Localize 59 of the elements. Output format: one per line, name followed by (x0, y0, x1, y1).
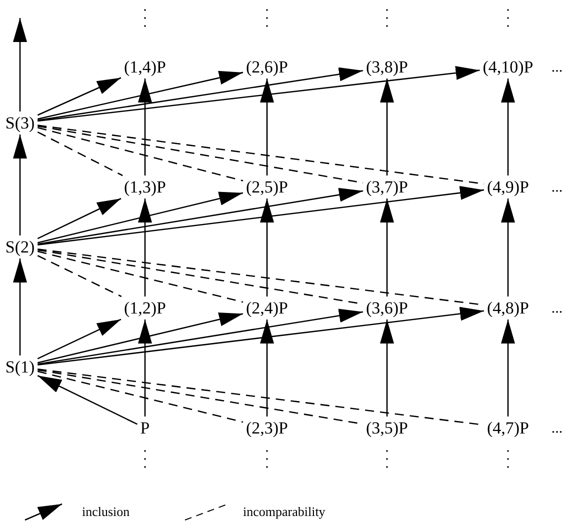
node-label: (2,4)P (244, 298, 290, 318)
node-label: (3,8)P (364, 58, 410, 76)
node-label: (2,3)P (244, 418, 290, 438)
node-label: S(3) (4, 114, 36, 132)
arrow (38, 66, 480, 122)
arrow (138, 198, 152, 296)
node-label: (3,7)P (364, 178, 410, 196)
node-label: (1,2)P (122, 298, 168, 318)
arrow (13, 134, 27, 236)
node-label: (4,9)P (486, 178, 530, 196)
node-label: (4,8)P (486, 298, 530, 318)
node-label: (4,10)P (482, 58, 534, 76)
arrow (37, 312, 244, 364)
arrow (37, 198, 122, 240)
node-label: (3,6)P (364, 298, 410, 318)
node-label: S(2) (4, 238, 36, 256)
arrow (37, 192, 244, 244)
arrow (38, 188, 364, 245)
arrow (260, 78, 274, 176)
dashed-line (38, 125, 364, 184)
arrow (38, 186, 484, 246)
arrow (501, 78, 515, 176)
arrow (138, 320, 152, 416)
node-label: P (139, 418, 151, 438)
ellipsis: ... (551, 420, 563, 438)
node-label: (1,4)P (122, 58, 168, 76)
arrow (380, 198, 394, 296)
ellipsis: ... (551, 180, 563, 196)
arrow (260, 198, 274, 296)
node-label: S(1) (4, 358, 36, 376)
legend-label: inclusion (82, 504, 130, 520)
node-label: (4,7)P (486, 418, 530, 438)
dashed-line (37, 250, 244, 303)
arrow (380, 320, 394, 416)
ellipsis: ... (551, 60, 563, 76)
arrow (501, 320, 515, 416)
dashed-line (37, 370, 244, 423)
arrow (138, 78, 152, 176)
arrow (37, 318, 122, 360)
arrow (38, 67, 364, 121)
arrow (380, 78, 394, 176)
arrow (38, 70, 244, 120)
arrow (13, 258, 27, 356)
node-label: (3,5)P (364, 418, 410, 438)
arrow (260, 320, 274, 416)
arrow (13, 18, 27, 112)
arrow (38, 306, 484, 366)
legend-label: incomparability (243, 504, 326, 520)
arrow (37, 77, 122, 116)
arrow (38, 308, 364, 365)
node-label: (2,6)P (244, 58, 290, 76)
node-label: (1,3)P (122, 178, 168, 196)
arrow (501, 198, 515, 296)
node-label: (2,5)P (244, 178, 290, 196)
arrow (37, 375, 138, 425)
dashed-line (37, 131, 123, 176)
dashed-line (37, 255, 122, 298)
ellipsis: ... (551, 300, 563, 318)
dashed-line (37, 126, 244, 182)
